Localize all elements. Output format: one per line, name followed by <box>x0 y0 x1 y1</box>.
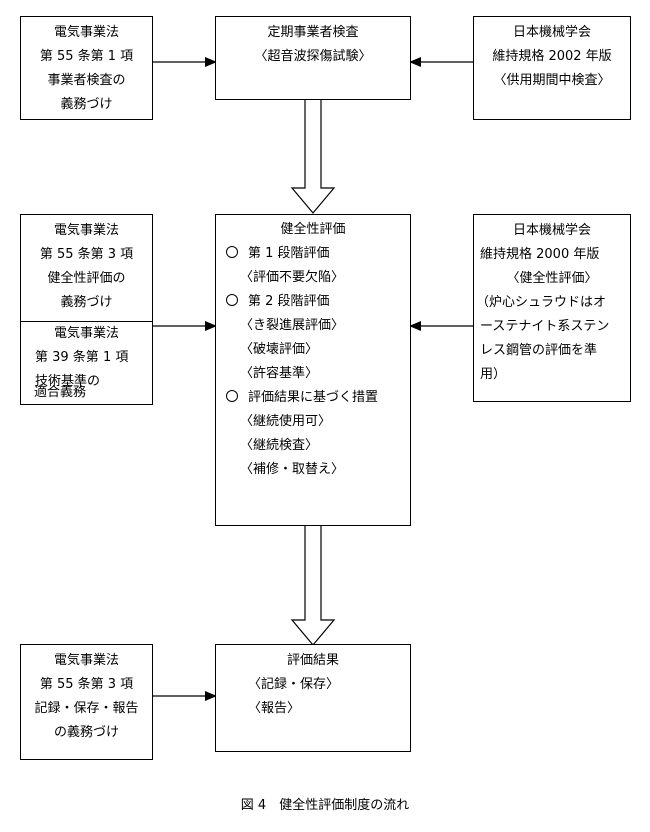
evaluation-item: 第 1 段階評価 <box>216 242 410 266</box>
evaluation-item: 評価結果に基づく措置 <box>216 386 410 410</box>
box-line: 技術基準の <box>35 374 101 389</box>
box-line: 用） <box>480 367 507 382</box>
box-line: 維持規格 2002 年版 <box>492 49 612 64</box>
figure-caption: 図 4 健全性評価制度の流れ <box>240 798 410 813</box>
evaluation-subitem: 〈許容基準〉 <box>240 366 319 381</box>
box-line: 第 55 条第 3 項 <box>39 247 134 262</box>
hollow-arrow-evaluation-to-result <box>290 525 336 646</box>
evaluation-item-heading: 評価結果に基づく措置 <box>248 390 379 405</box>
result-subitem: 〈記録・保存〉 <box>248 677 340 692</box>
box-line: 維持規格 2000 年版 <box>480 247 600 262</box>
circle-bullet-icon <box>226 294 238 306</box>
box-line: 日本機械学会 <box>512 25 591 40</box>
box-line: の義務づけ <box>53 725 119 740</box>
box-line: 記録・保存・報告 <box>34 701 139 716</box>
periodic-inspection-box: 定期事業者検査 〈超音波探傷試験〉 <box>215 16 411 100</box>
box-line: 〈健全性評価〉 <box>506 271 598 286</box>
result-subitem: 〈報告〉 <box>248 701 301 716</box>
box-line: 電気事業法 <box>53 326 119 341</box>
box-line: レス鋼管の評価を準 <box>480 343 598 358</box>
box-line-overflow: 適合義務 <box>34 385 87 400</box>
box-line: 健全性評価の <box>47 271 126 286</box>
box-line: 義務づけ <box>60 97 113 112</box>
law-box-inspection-duty: 電気事業法 第 55 条第 1 項 事業者検査の 義務づけ <box>20 16 153 120</box>
evaluation-item: 第 2 段階評価 <box>216 290 410 314</box>
box-line: 第 55 条第 3 項 <box>39 677 134 692</box>
evaluation-subitem: 〈破壊評価〉 <box>240 342 319 357</box>
box-line: 定期事業者検査 <box>267 25 359 40</box>
circle-bullet-icon <box>226 390 238 402</box>
evaluation-subitem: 〈評価不要欠陥〉 <box>240 270 345 285</box>
standard-box-2000: 日本機械学会 維持規格 2000 年版 〈健全性評価〉 （炉心シュラウドはオ ー… <box>473 214 631 402</box>
law-box-evaluation-duty: 電気事業法 第 55 条第 3 項 健全性評価の 義務づけ <box>20 214 153 322</box>
box-line: ーステナイト系ステン <box>480 319 610 334</box>
box-line: 第 39 条第 1 項 <box>35 350 129 365</box>
box-line: 日本機械学会 <box>512 223 591 238</box>
box-line: 電気事業法 <box>53 223 119 238</box>
box-line: 第 55 条第 1 項 <box>39 49 134 64</box>
evaluation-subitem: 〈補修・取替え〉 <box>240 462 345 477</box>
law-box-technical-standard: 電気事業法 第 39 条第 1 項 技術基準の <box>20 321 153 405</box>
soundness-evaluation-box: 健全性評価 第 1 段階評価 〈評価不要欠陥〉 第 2 段階評価 〈き裂進展評価… <box>215 214 411 526</box>
box-line: 〈超音波探傷試験〉 <box>254 49 372 64</box>
hollow-arrow-inspection-to-evaluation <box>290 99 336 214</box>
law-box-record-duty: 電気事業法 第 55 条第 3 項 記録・保存・報告 の義務づけ <box>20 644 153 760</box>
box-line: 〈供用期間中検査〉 <box>493 73 611 88</box>
box-line: 義務づけ <box>60 295 113 310</box>
evaluation-subitem: 〈き裂進展評価〉 <box>240 318 345 333</box>
evaluation-item-heading: 第 2 段階評価 <box>248 294 330 309</box>
evaluation-subitem: 〈継続検査〉 <box>240 438 319 453</box>
box-line: （炉心シュラウドはオ <box>476 295 607 310</box>
evaluation-title: 健全性評価 <box>280 222 346 237</box>
evaluation-result-box: 評価結果 〈記録・保存〉 〈報告〉 <box>215 644 411 752</box>
evaluation-subitem: 〈継続使用可〉 <box>240 414 332 429</box>
box-line: 電気事業法 <box>53 25 119 40</box>
box-line: 事業者検査の <box>47 73 126 88</box>
evaluation-item-heading: 第 1 段階評価 <box>248 246 330 261</box>
circle-bullet-icon <box>226 246 238 258</box>
result-title: 評価結果 <box>286 653 339 668</box>
standard-box-2002: 日本機械学会 維持規格 2002 年版 〈供用期間中検査〉 <box>473 16 631 120</box>
box-line: 電気事業法 <box>53 653 119 668</box>
